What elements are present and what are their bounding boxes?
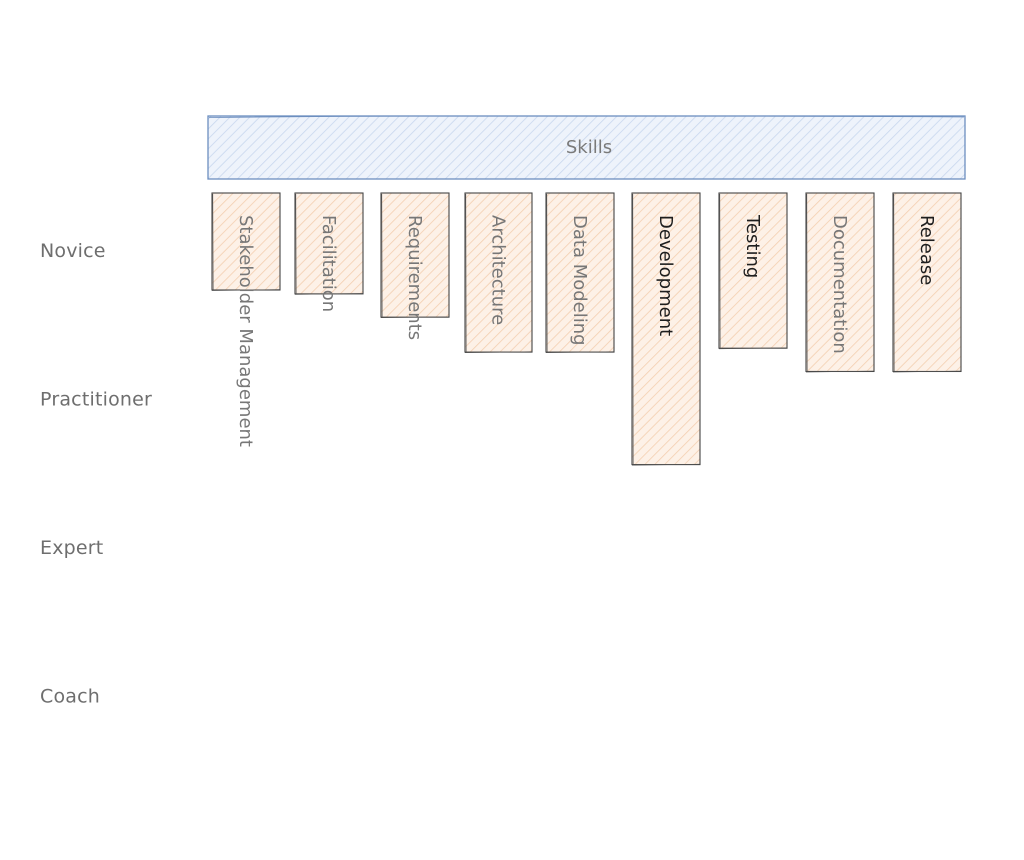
skill-label-release: Release <box>916 215 937 285</box>
level-label-coach: Coach <box>40 686 100 708</box>
skill-bar-facilitation <box>294 192 364 295</box>
skill-bar-requirements <box>380 192 450 318</box>
skill-bar-sketch-development <box>631 193 700 466</box>
level-label-novice: Novice <box>40 240 106 262</box>
skills-header: Skills <box>207 115 966 180</box>
skills-header-sketch-line <box>208 115 965 118</box>
skill-bar-development <box>631 192 701 466</box>
level-label-expert: Expert <box>40 537 103 559</box>
skill-column-testing: Testing <box>718 192 788 350</box>
skill-column-development: Development <box>631 192 701 466</box>
skill-bar-sketch-facilitation <box>294 193 363 295</box>
skill-bar-sketch-documentation <box>805 193 874 373</box>
skill-column-stakeholder-management: Stakeholder Management <box>211 192 281 447</box>
skill-bar-sketch-data-modeling <box>545 193 614 353</box>
skill-label-development: Development <box>655 215 676 336</box>
level-label-practitioner: Practitioner <box>40 389 152 411</box>
skill-bar-sketch-requirements <box>380 193 449 319</box>
skill-label-testing: Testing <box>742 214 763 278</box>
skills-header-box <box>207 115 966 180</box>
skill-bar-stakeholder-management <box>211 192 281 291</box>
skill-label-requirements: Requirements <box>404 215 425 340</box>
skill-bar-sketch-release <box>892 193 961 373</box>
skill-columns: Stakeholder Management Facilitation Requir… <box>211 192 962 466</box>
skill-label-documentation: Documentation <box>829 215 850 354</box>
skill-label-stakeholder-management: Stakeholder Management <box>235 215 256 447</box>
skills-header-label: Skills <box>566 137 612 158</box>
skill-bar-sketch-testing <box>718 193 787 350</box>
skill-column-release: Release <box>892 192 962 373</box>
skill-label-data-modeling: Data Modeling <box>569 215 590 346</box>
skill-bar-architecture <box>464 192 533 353</box>
skill-bar-testing <box>718 192 788 349</box>
skill-label-architecture: Architecture <box>488 215 509 325</box>
skill-column-requirements: Requirements <box>380 192 450 340</box>
skill-column-data-modeling: Data Modeling <box>545 192 615 353</box>
skill-column-architecture: Architecture <box>464 192 533 353</box>
skill-bar-documentation <box>805 192 875 373</box>
skill-bar-sketch-stakeholder-management <box>211 193 280 291</box>
skill-bar-data-modeling <box>545 192 615 353</box>
skill-column-facilitation: Facilitation <box>294 192 364 312</box>
skill-column-documentation: Documentation <box>805 192 875 373</box>
skill-bar-sketch-architecture <box>464 193 532 353</box>
skill-label-facilitation: Facilitation <box>318 215 339 312</box>
